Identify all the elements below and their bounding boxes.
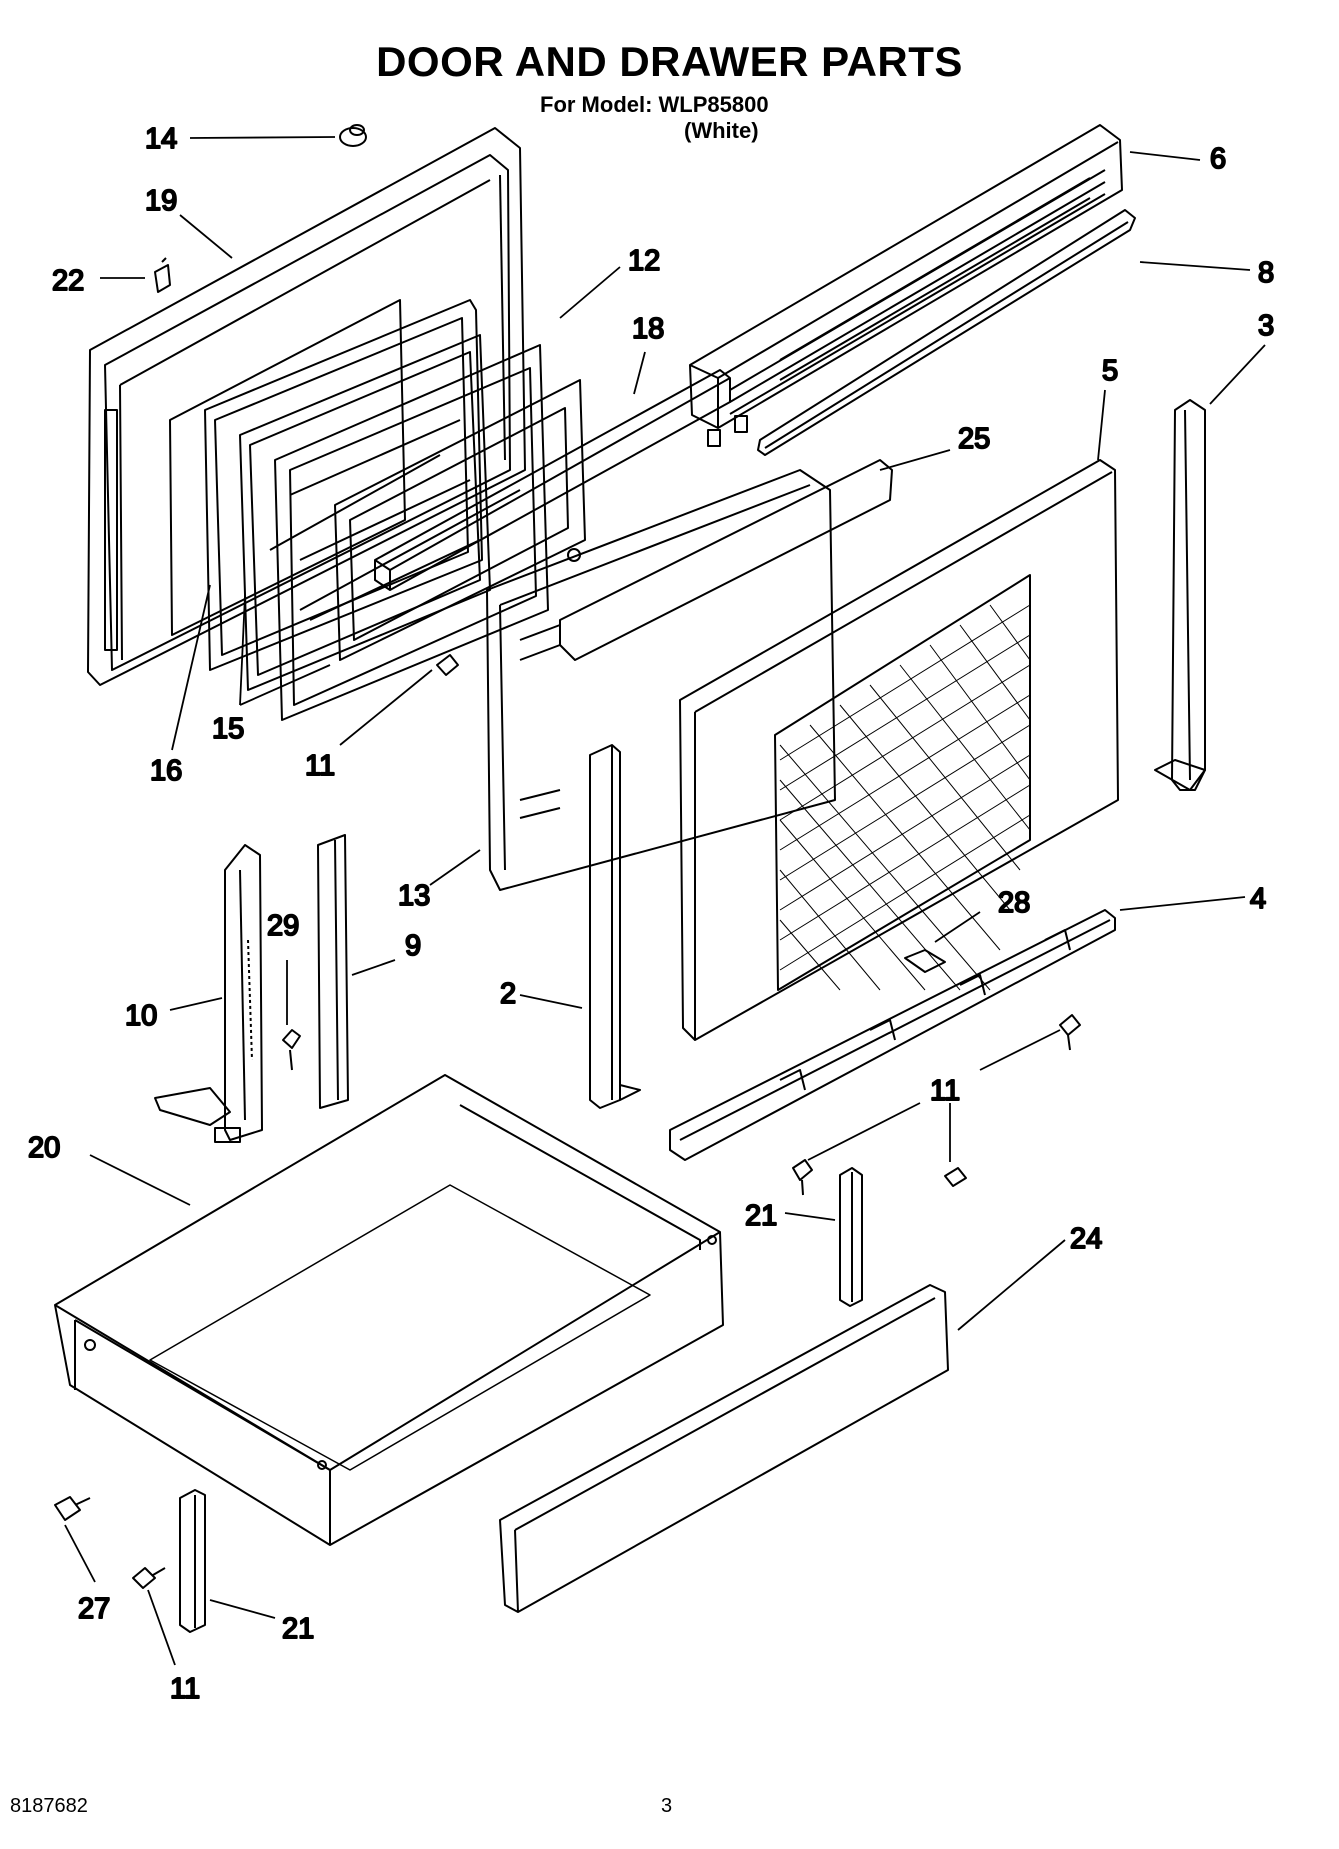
bracket-4: [669, 909, 1116, 1161]
callout-8: 8: [1258, 257, 1274, 289]
screw-11-lower: [132, 1567, 166, 1589]
page-number: 3: [661, 1795, 673, 1817]
callout-14: 14: [145, 123, 177, 155]
callout-25: 25: [958, 423, 990, 455]
post-2: [589, 744, 641, 1109]
hinge-3: [1154, 399, 1206, 791]
callout-29: 29: [267, 910, 299, 942]
callout-27: 27: [78, 1593, 110, 1625]
leader-lines: [64, 136, 1266, 1666]
callout-28: 28: [998, 887, 1030, 919]
screw-27: [54, 1496, 91, 1521]
screw-29: [282, 1029, 301, 1071]
clip-22: [154, 257, 171, 293]
callout-13: 13: [398, 880, 430, 912]
trim-8: [757, 209, 1136, 456]
document-number: 8187682: [10, 1795, 88, 1817]
callout-11-right: 11: [930, 1075, 960, 1107]
slide-21-left: [179, 1489, 206, 1633]
callout-2: 2: [500, 978, 516, 1010]
screw-11-right-a: [792, 1159, 813, 1196]
callout-4: 4: [1250, 883, 1266, 915]
hinge-10: [154, 844, 263, 1143]
callout-6: 6: [1210, 143, 1226, 175]
inner-door-liner-13: [486, 459, 893, 891]
color-line: (White): [684, 118, 759, 143]
callout-24: 24: [1070, 1223, 1102, 1255]
clip-28: [904, 949, 946, 973]
callout-5: 5: [1102, 355, 1118, 387]
callout-11-door: 11: [305, 750, 335, 782]
callout-16: 16: [150, 755, 182, 787]
strip-9: [317, 834, 349, 1109]
outer-door-panel: [87, 127, 526, 686]
callout-21-left: 21: [282, 1613, 314, 1645]
callout-21-right: 21: [745, 1200, 777, 1232]
callout-12: 12: [628, 245, 660, 277]
callout-9: 9: [405, 930, 421, 962]
page-title: DOOR AND DRAWER PARTS: [376, 38, 963, 85]
glass-pack: [204, 299, 586, 721]
screw-11-door: [436, 654, 459, 676]
callout-20: 20: [28, 1132, 60, 1164]
model-line: For Model: WLP85800: [540, 92, 769, 117]
slide-21-right: [839, 1167, 863, 1307]
callout-18: 18: [632, 313, 664, 345]
drawer-front-24: [499, 1284, 949, 1613]
screw-11-right-b: [944, 1167, 967, 1187]
screw-11-upper: [1059, 1014, 1081, 1051]
door-outer-glass-5: [679, 459, 1119, 1041]
callout-3: 3: [1258, 310, 1274, 342]
drawer-20: [54, 1074, 724, 1546]
callout-22: 22: [52, 265, 84, 297]
callout-19: 19: [145, 185, 177, 217]
callout-11-lower: 11: [170, 1673, 200, 1705]
vent-panel-6: [689, 124, 1123, 447]
door-bumper-14: [339, 124, 367, 147]
callout-labels: 14 19 22 12 18 6 8 3 5 25 16 15 11 13 29…: [27, 122, 1275, 1706]
callout-10: 10: [125, 1000, 157, 1032]
callout-15: 15: [212, 713, 244, 745]
